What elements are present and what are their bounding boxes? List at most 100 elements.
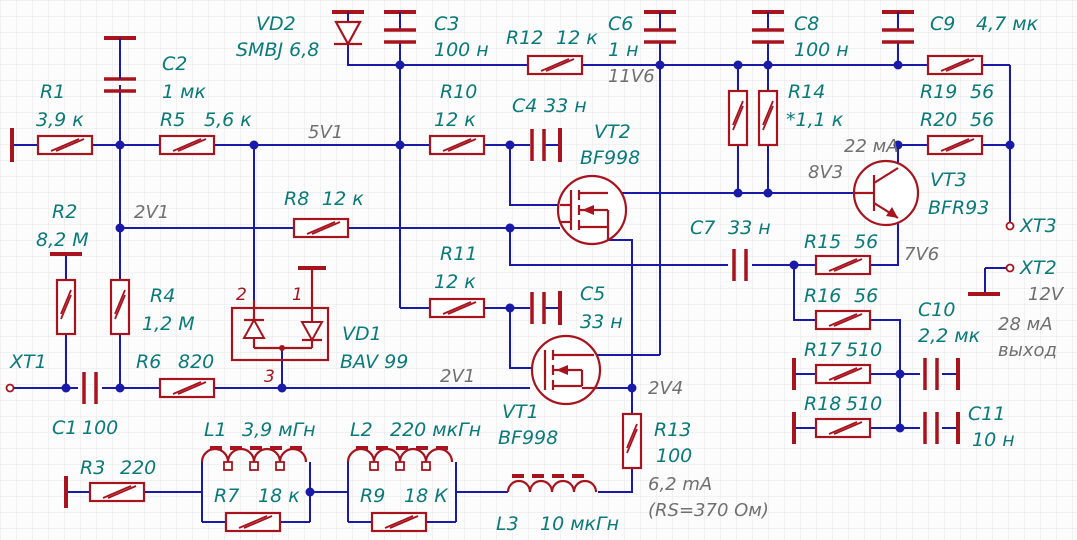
label-r15-value: 56 (854, 231, 878, 253)
label-c11-value: 10 н (972, 429, 1015, 451)
label-xt1: XT1 (9, 351, 47, 373)
label-c8-value: 100 н (794, 39, 849, 61)
label-vd2-ref: VD2 (256, 13, 296, 35)
label-r2-ref: R2 (52, 201, 77, 223)
label-r8-value: 12 к (322, 188, 364, 210)
connector-xt3[interactable] (1005, 221, 1015, 231)
label-c2-value: 1 мк (162, 81, 206, 103)
label-c5-ref: C5 (580, 283, 605, 305)
diode-vd1 (230, 268, 330, 362)
label-r11-ref: R11 (440, 243, 477, 265)
pin-label-3: 3 (264, 367, 275, 387)
label-c10-value: 2,2 мк (918, 325, 981, 347)
label-r10-ref: R10 (440, 81, 477, 103)
net-11v6: 11V6 (608, 66, 655, 87)
label-r4-value: 1,2 M (142, 313, 195, 335)
label-r1-value: 3,9 к (36, 109, 84, 131)
label-vt3-value: BFR93 (928, 197, 989, 219)
resistor-r16 (814, 309, 872, 331)
net-5v1: 5V1 (308, 122, 343, 143)
resistor-r11 (428, 297, 486, 319)
resistor-r4 (109, 278, 131, 336)
label-vt1-ref: VT1 (502, 401, 539, 423)
label-vd2-value: SMBJ 6,8 (236, 39, 319, 61)
resistor-r9 (370, 511, 428, 533)
label-xt3: XT3 (1019, 215, 1057, 237)
label-l3-value: 10 мкГн (540, 513, 619, 535)
transistor-vt3 (852, 159, 920, 227)
label-r18-value: 510 (846, 393, 882, 415)
label-c1-value: 100 (82, 417, 118, 439)
label-r2-value: 8,2 M (36, 229, 89, 251)
inductor-l3 (506, 474, 598, 493)
capacitor-c9 (880, 12, 916, 44)
net-2v1-bottom: 2V1 (440, 366, 475, 387)
label-vd1-value: BAV 99 (340, 351, 408, 373)
label-r9-value: 18 К (404, 485, 449, 507)
label-r17-ref: R17 (804, 339, 841, 361)
resistor-r10 (428, 134, 486, 156)
label-c1-ref: C1 (52, 417, 77, 439)
output-label: выход (998, 340, 1057, 361)
label-r18-ref: R18 (804, 393, 841, 415)
label-r17-value: 510 (846, 339, 882, 361)
capacitor-c6 (642, 12, 678, 44)
transistor-vt2 (556, 174, 628, 246)
label-c7-value: 33 н (728, 217, 771, 239)
label-r13-value: 100 (656, 445, 692, 467)
label-vt2-value: BF998 (580, 147, 640, 169)
label-c8-ref: C8 (794, 13, 819, 35)
label-r1-ref: R1 (40, 81, 65, 103)
resistor-r12 (526, 54, 584, 76)
label-c6-value: 1 н (608, 39, 639, 61)
resistor-r5 (158, 134, 216, 156)
net-8v3: 8V3 (808, 162, 843, 183)
resistor-r2 (55, 278, 77, 336)
label-r16-value: 56 (854, 285, 878, 307)
capacitor-c3 (382, 12, 418, 44)
label-r20-ref: R20 (920, 109, 957, 131)
label-l3-ref: L3 (496, 513, 519, 535)
resistor-r14a (727, 89, 749, 147)
label-c10-ref: C10 (918, 299, 955, 321)
connector-xt2[interactable] (1005, 263, 1015, 273)
label-r6-ref: R6 (136, 351, 161, 373)
label-r12-value: 12 к (556, 27, 598, 49)
label-r14-value: *1,1 к (786, 109, 844, 131)
r13-rs: (RS=370 Ом) (648, 500, 769, 521)
label-vt2-ref: VT2 (594, 121, 631, 143)
label-r5-ref: R5 (160, 109, 185, 131)
label-vt3-ref: VT3 (930, 169, 967, 191)
junction-dots (61, 60, 1015, 497)
label-c4-value: 33 н (544, 95, 587, 117)
net-7v6: 7V6 (904, 244, 939, 265)
label-r4-ref: R4 (150, 285, 175, 307)
label-l1-ref: L1 (204, 419, 227, 441)
label-r13-ref: R13 (654, 419, 691, 441)
label-xt2: XT2 (1019, 257, 1057, 279)
label-c5-value: 33 н (580, 311, 623, 333)
connector-xt1[interactable] (5, 383, 15, 393)
label-c2-ref: C2 (162, 53, 187, 75)
resistor-r20 (926, 134, 984, 156)
label-r20-value: 56 (970, 109, 994, 131)
resistor-r7 (224, 511, 282, 533)
label-r3-value: 220 (120, 457, 156, 479)
resistor-r3 (88, 481, 146, 503)
resistor-r18 (814, 417, 872, 439)
label-r16-ref: R16 (804, 285, 841, 307)
label-vd1-ref: VD1 (342, 323, 382, 345)
label-r3-ref: R3 (80, 457, 105, 479)
inductor-l2 (346, 446, 454, 471)
inductor-l1 (200, 446, 308, 471)
net-22ma: 22 мА (844, 136, 899, 157)
label-r12-ref: R12 (506, 27, 543, 49)
label-c3-value: 100 н (434, 39, 489, 61)
transistor-vt1 (530, 334, 602, 406)
label-r7-ref: R7 (214, 485, 239, 507)
label-c4-ref: C4 (512, 95, 537, 117)
r13-current: 6,2 mA (648, 474, 712, 495)
net-2v1-left: 2V1 (134, 202, 169, 223)
label-c11-ref: C11 (968, 403, 1005, 425)
